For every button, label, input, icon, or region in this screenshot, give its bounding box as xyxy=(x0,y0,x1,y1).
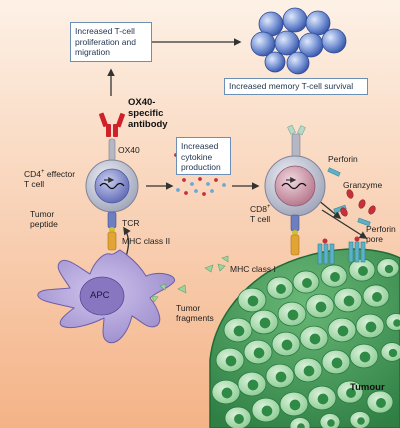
perforin-molecules xyxy=(327,167,371,227)
cytokine-dot xyxy=(202,192,206,196)
tumour-cell-nucleus xyxy=(372,292,382,302)
cytokine-dot xyxy=(206,182,210,186)
granzyme-label: Granzyme xyxy=(343,180,383,190)
tumour-cell-nucleus xyxy=(289,399,301,411)
antibody-label: OX40- specific antibody xyxy=(128,97,168,130)
tcr-mhc2-complex xyxy=(107,211,117,251)
granzyme-molecules xyxy=(340,189,376,217)
tumour-cell-nucleus xyxy=(365,321,377,333)
tumour-cell-nucleus xyxy=(234,414,244,424)
arrow-perforin xyxy=(321,209,368,239)
tumour-cell-nucleus xyxy=(315,301,327,313)
tumour-cell-nucleus xyxy=(388,348,398,358)
apc-label: APC xyxy=(90,290,110,301)
cd4-text: CD4 xyxy=(24,169,42,179)
cytokine-dot xyxy=(194,189,198,193)
tumour-cell-nucleus xyxy=(247,379,259,391)
tumour-cells xyxy=(211,258,400,428)
tumour-cell-nucleus xyxy=(261,405,273,417)
cd4-line2: T cell xyxy=(24,179,45,189)
cd4-superscript: + xyxy=(41,169,45,176)
tumour-cell-nucleus xyxy=(276,284,286,294)
tumour-cell-nucleus xyxy=(225,355,237,367)
tumour-cell-nucleus xyxy=(330,272,340,282)
tumor-peptide-label: Tumor peptide xyxy=(30,209,58,229)
tumour-cell-nucleus xyxy=(287,309,299,321)
cytokine-dot xyxy=(214,178,218,182)
tumor-fragments xyxy=(151,255,229,303)
ox40-receptor xyxy=(108,138,116,162)
tumour-cell-nucleus xyxy=(233,325,245,337)
cytokine-dot xyxy=(198,177,202,181)
tumour-cell-nucleus xyxy=(259,317,271,329)
tumour-cell-nucleus xyxy=(331,357,343,369)
cytokine-dot xyxy=(210,189,214,193)
tumour-cell xyxy=(289,417,311,428)
cytokine-box: Increased cytokine production xyxy=(176,137,231,175)
cd8-t-cell xyxy=(264,155,326,217)
perforin-label: Perforin xyxy=(328,154,358,164)
proliferation-box: Increased T-cell proliferation and migra… xyxy=(70,22,152,62)
cd8-receptor-top xyxy=(287,124,306,159)
tcr-mhc1-complex xyxy=(290,214,300,256)
tumour-cell-nucleus xyxy=(297,423,305,428)
tumour-cell-nucleus xyxy=(357,417,365,425)
tumour-cell-nucleus xyxy=(327,419,335,427)
tumour-cell-nucleus xyxy=(247,295,259,307)
memory-t-cells xyxy=(250,7,347,75)
tcr-label: TCR xyxy=(122,218,140,228)
cd4-t-cell xyxy=(85,159,139,213)
apc-cell xyxy=(37,249,176,344)
cd8-superscript: + xyxy=(267,204,271,211)
tumour-cell-nucleus xyxy=(393,319,400,327)
cd8-t-cell-label: CD8+ T cell xyxy=(250,204,271,224)
perforin-pore-label: Perforin pore xyxy=(366,224,396,244)
tumour-cell-nucleus xyxy=(302,278,312,288)
cd4-t-cell-label: CD4+ effector T cell xyxy=(24,169,75,189)
tumour-cell-nucleus xyxy=(303,365,315,377)
tumour-cell-nucleus xyxy=(221,387,233,399)
tumour-cell-nucleus xyxy=(337,325,349,337)
cd8-text: CD8 xyxy=(250,204,268,214)
tumour-cell-nucleus xyxy=(309,333,321,345)
memory-survival-box: Increased memory T-cell survival xyxy=(224,78,368,95)
arrow-granzyme xyxy=(317,199,342,219)
tumour-cell-nucleus xyxy=(359,351,371,363)
mhc2-label: MHC class II xyxy=(122,236,171,246)
ox40-label: OX40 xyxy=(118,145,140,155)
tumour-mass xyxy=(209,248,400,428)
ox40-antibody xyxy=(99,112,125,137)
tumour-cell-nucleus xyxy=(384,264,394,274)
tumour-cell-nucleus xyxy=(275,371,287,383)
cytokine-dot xyxy=(176,188,180,192)
tumour-cell-nucleus xyxy=(281,339,293,351)
cytokine-dot xyxy=(222,183,226,187)
mhc1-label: MHC class I xyxy=(230,264,276,274)
tumour-label: Tumour xyxy=(350,382,385,393)
tumour-cell-nucleus xyxy=(346,388,356,398)
tumor-fragments-label: Tumor fragments xyxy=(176,303,214,323)
cytokine-dot xyxy=(184,191,188,195)
tumour-cell-nucleus xyxy=(317,393,329,405)
cd4-rest: effector xyxy=(44,169,76,179)
cd8-line2: T cell xyxy=(250,214,271,224)
tumour-cell-nucleus xyxy=(358,266,368,276)
cytokine-dot xyxy=(182,178,186,182)
tumour-cell-nucleus xyxy=(253,347,265,359)
tumour-cell-nucleus xyxy=(343,295,355,307)
tumour-cell-nucleus xyxy=(376,398,386,408)
cytokine-dot xyxy=(190,182,194,186)
perforin-pores xyxy=(317,236,366,265)
